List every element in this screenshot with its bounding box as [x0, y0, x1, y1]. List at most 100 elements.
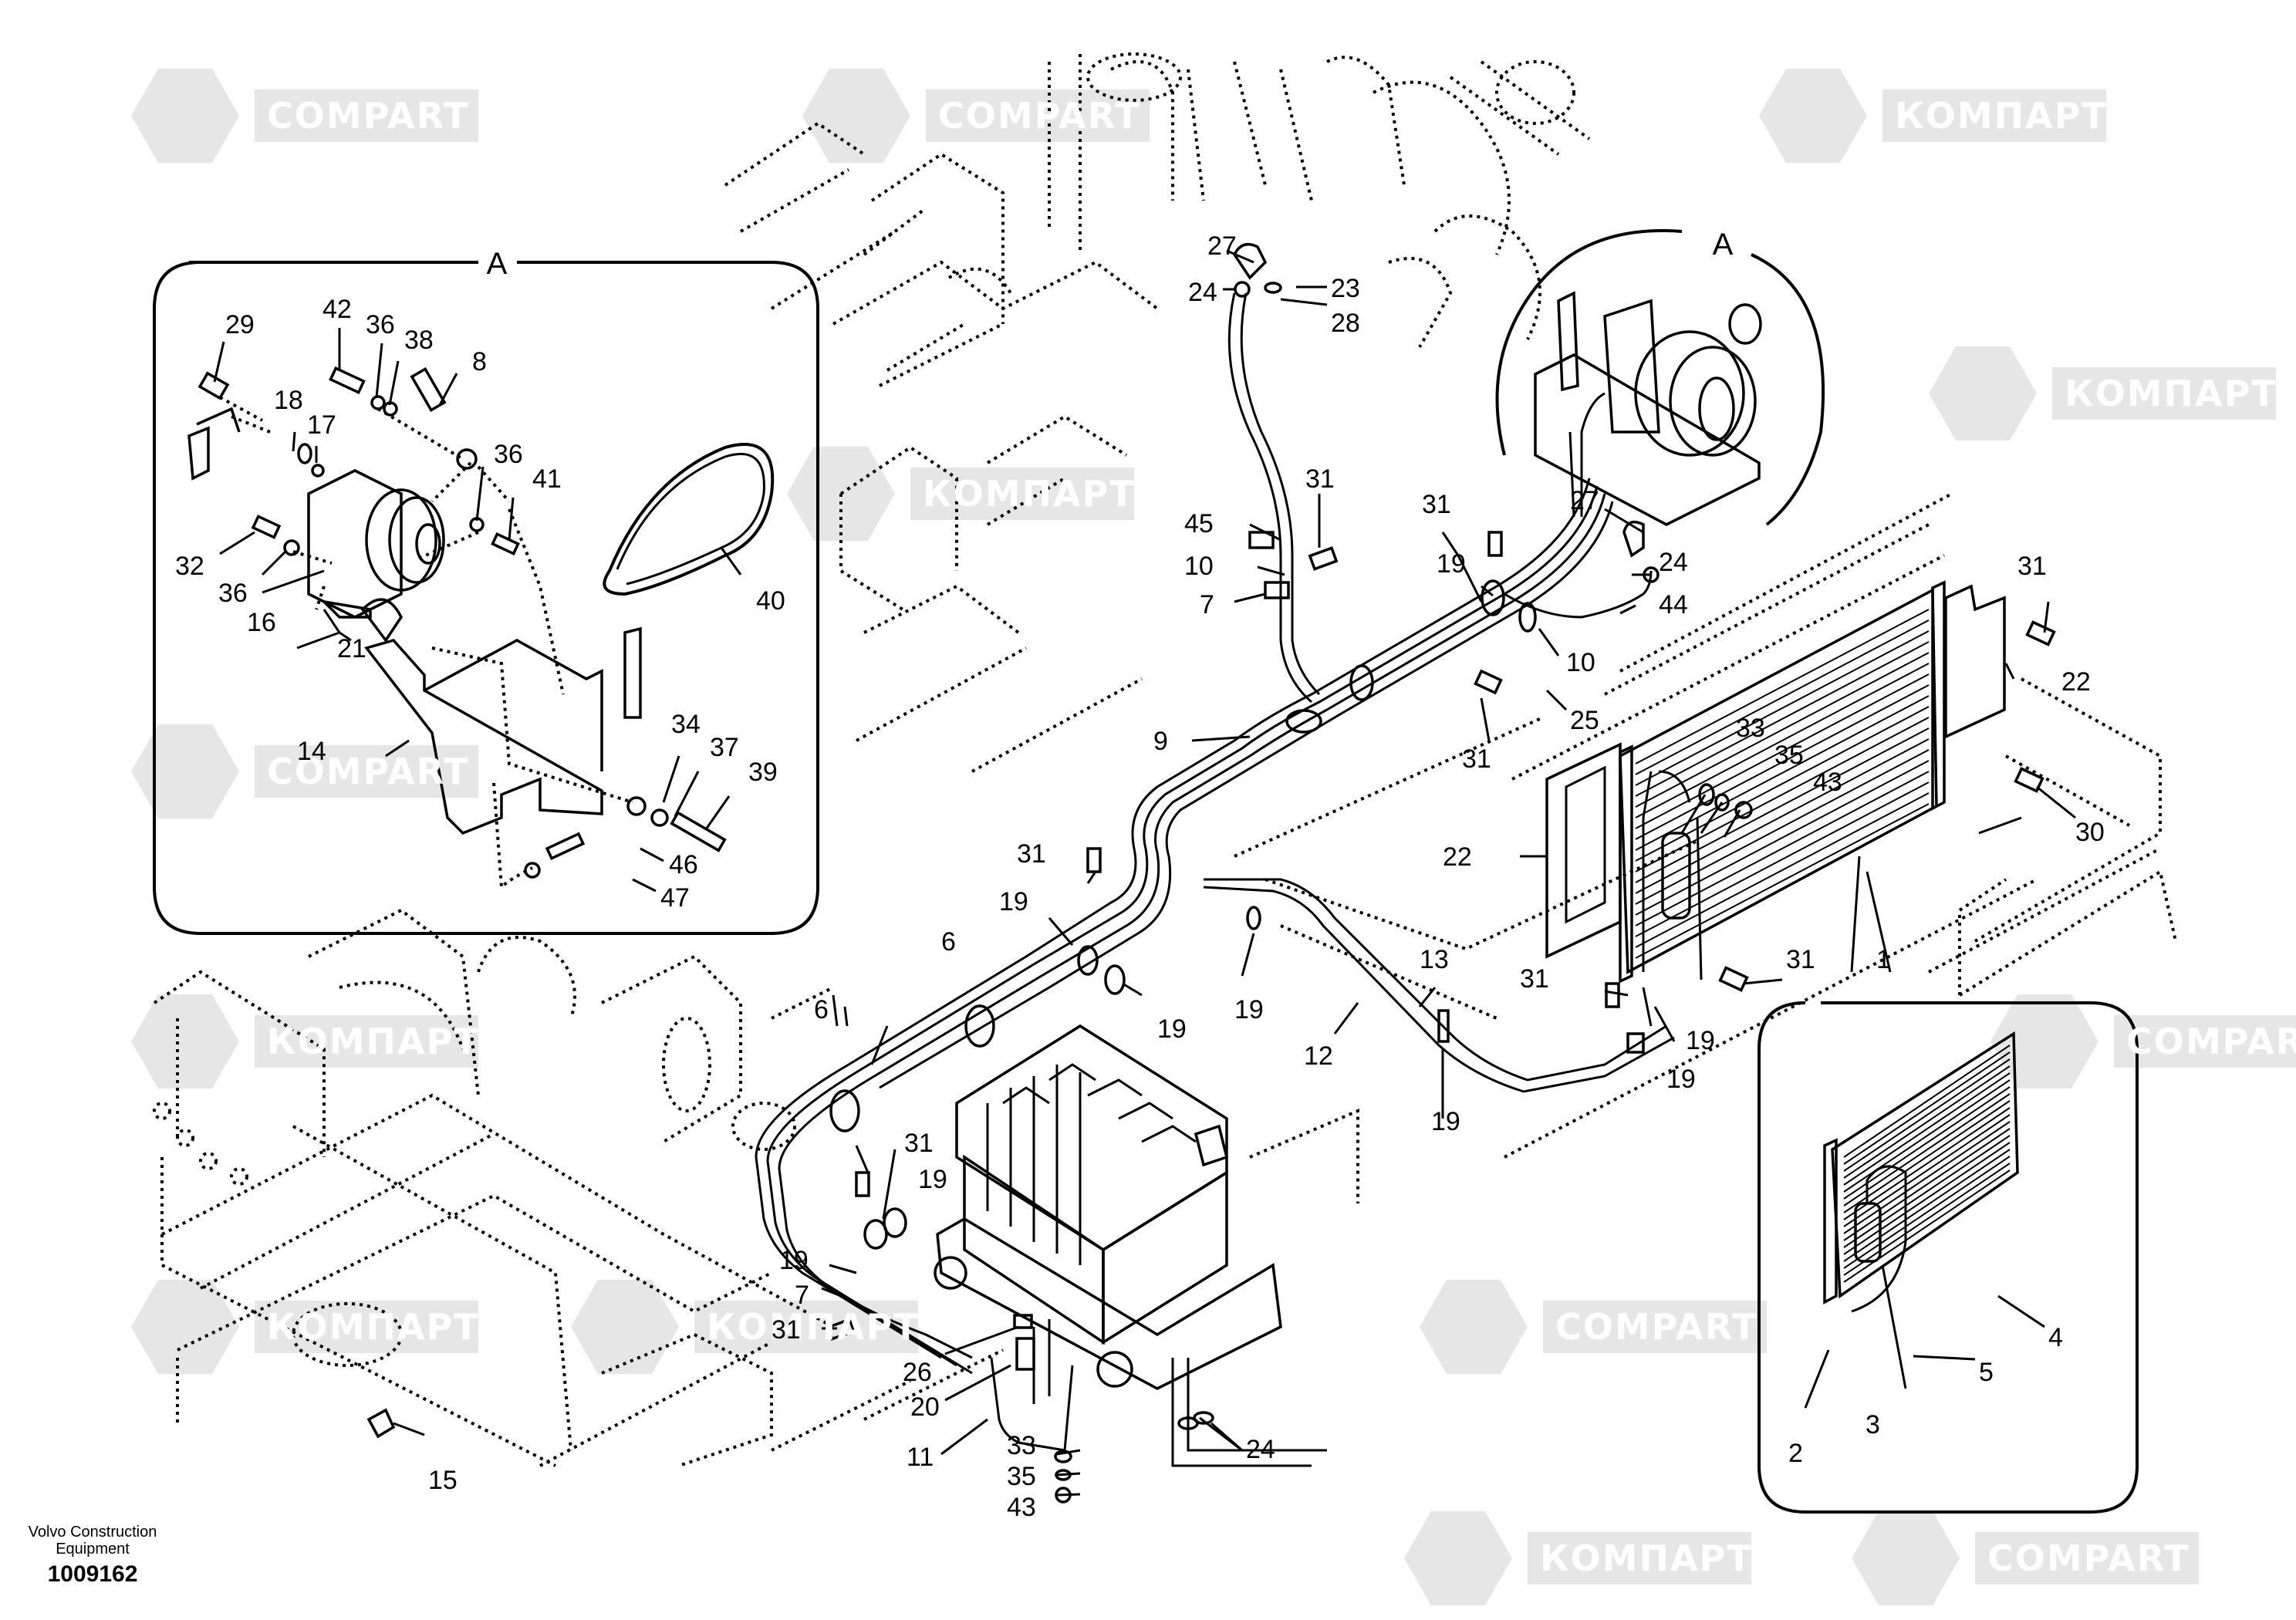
left-chassis-outline	[153, 908, 1004, 1467]
condenser-fin	[1843, 1093, 2011, 1207]
callout: 27	[1207, 231, 1237, 261]
watermark-hexagon	[131, 1280, 239, 1374]
watermark-band	[2052, 367, 2276, 420]
drive-belt	[603, 443, 775, 596]
callout: 43	[1813, 768, 1842, 797]
callout: 18	[274, 386, 303, 415]
condenser-fin	[1843, 1072, 2011, 1186]
watermark-band	[1528, 1532, 1751, 1585]
condenser-fin	[1843, 1051, 2011, 1165]
leader-lines	[393, 249, 2076, 1497]
detail-label-a: A	[487, 247, 508, 281]
condenser-inset-labels: 4 5 3 2	[1788, 1323, 2063, 1468]
inset-leader-lines	[213, 328, 742, 893]
callout: 33	[1007, 1431, 1036, 1460]
callout: 20	[910, 1392, 940, 1422]
condenser-fin	[1843, 1045, 2011, 1158]
callout: 24	[1188, 278, 1217, 307]
watermark-text: КОМПАРТ	[267, 1306, 480, 1348]
watermark-hexagon	[1929, 346, 2037, 440]
callout: 31	[904, 1129, 934, 1158]
callout: 41	[532, 464, 562, 494]
bracket-plate	[424, 639, 603, 771]
callout: 4	[2048, 1323, 2063, 1352]
condenser-fin	[1635, 771, 1930, 926]
detail-a-circle: A	[1495, 228, 1825, 526]
callout: 45	[1184, 509, 1214, 538]
watermark-text: КОМПАРТ	[923, 473, 1136, 515]
callout: 31	[1786, 945, 1815, 974]
callout: 31	[1462, 744, 1491, 774]
callout: 10	[1184, 552, 1214, 581]
callout: 19	[1234, 995, 1264, 1024]
condenser-fin	[1843, 1142, 2011, 1255]
watermark-hexagon	[1759, 69, 1867, 163]
callout: 22	[2061, 667, 2091, 697]
condenser-fin	[1843, 1135, 2011, 1248]
condenser-fin	[1635, 695, 1930, 851]
condenser-bracket-right	[1944, 584, 2006, 739]
watermark-hexagon	[131, 724, 239, 818]
callout: 31	[2017, 552, 2047, 581]
callout: 24	[1659, 548, 1688, 577]
engine-outline	[724, 52, 1591, 387]
condenser-fin	[1843, 1079, 2011, 1193]
condenser-fin	[1635, 781, 1930, 937]
callout: 7	[1200, 590, 1214, 619]
callout: 31	[1305, 464, 1335, 494]
callout: 34	[671, 710, 701, 739]
callout: 19	[1431, 1107, 1460, 1136]
callout: 36	[218, 579, 248, 608]
condenser-fin	[1635, 630, 1930, 786]
publisher-name: Volvo Construction Equipment	[28, 1524, 157, 1558]
condenser-fin	[1843, 1086, 2011, 1200]
callout: 42	[322, 295, 352, 324]
condenser-fin	[1635, 652, 1930, 808]
pipe-clamps	[829, 531, 1645, 1250]
callout: 44	[1659, 590, 1688, 619]
ac-compressor	[307, 469, 445, 643]
callout: 31	[1017, 839, 1046, 869]
callout: 2	[1788, 1439, 1803, 1468]
callout: 35	[1774, 741, 1804, 770]
condenser-fin	[1843, 1163, 2011, 1276]
watermark-band	[1975, 1532, 2199, 1585]
watermark-band	[255, 1301, 478, 1353]
refrigerant-lines	[755, 292, 1675, 1467]
condenser-inset	[1757, 1001, 2139, 1514]
callout: 32	[175, 552, 204, 581]
condenser-fin	[1843, 1065, 2011, 1179]
condenser-fin	[1843, 1128, 2011, 1241]
condenser-fin	[1843, 1114, 2011, 1227]
condenser-inset-leaders	[1804, 1264, 2045, 1409]
callout: 19	[918, 1165, 947, 1194]
condenser-fin	[1635, 717, 1930, 872]
condenser-fin	[1635, 760, 1930, 916]
watermark-text: COMPART	[1555, 1306, 1757, 1348]
callout: 37	[710, 733, 739, 762]
watermark-text: COMPART	[267, 95, 469, 137]
callout: 19	[779, 1246, 809, 1275]
condenser-assembly	[1545, 580, 2006, 984]
watermark-hexagon	[1852, 1511, 1960, 1605]
watermark-hexagon	[1404, 1511, 1512, 1605]
callout: 15	[428, 1466, 458, 1495]
inset-fasteners	[187, 366, 727, 879]
watermark-text: КОМПАРТ	[1540, 1537, 1753, 1579]
callout: 28	[1331, 309, 1360, 338]
watermark-band	[255, 1015, 478, 1068]
callout: 31	[1422, 490, 1451, 519]
watermark-hexagon	[131, 994, 239, 1088]
callout: 26	[903, 1358, 932, 1387]
watermark-text: COMPART	[938, 95, 1140, 137]
compressor-bracket-installed	[1534, 353, 1761, 526]
watermark-hexagon	[131, 69, 239, 163]
watermark-shape-layer	[131, 69, 2296, 1605]
callout: 17	[307, 410, 336, 440]
callout: 22	[1443, 842, 1472, 872]
watermark-text: COMPART	[267, 751, 469, 792]
condenser-fin	[1635, 803, 1930, 959]
watermark-text: КОМПАРТ	[707, 1306, 920, 1348]
watermark-text: КОМПАРТ	[267, 1021, 480, 1062]
